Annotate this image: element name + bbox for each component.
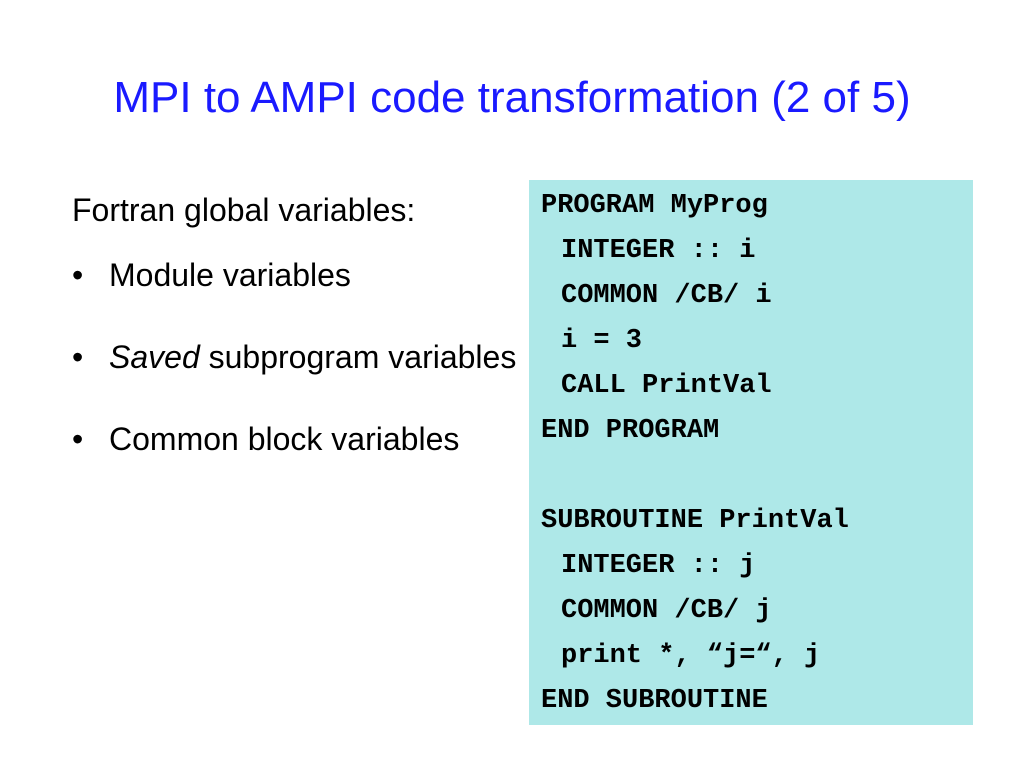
bullet-dot-icon: • bbox=[72, 339, 84, 375]
bullet-italic-text: Saved bbox=[109, 339, 200, 375]
code-line: i = 3 bbox=[561, 326, 643, 356]
code-listing: PROGRAM MyProg INTEGER :: i COMMON /CB/ … bbox=[529, 180, 973, 725]
bullet-dot-icon: • bbox=[72, 257, 84, 293]
code-line: COMMON /CB/ j bbox=[561, 596, 772, 626]
bullet-list: • Module variables • Saved subprogram va… bbox=[72, 258, 522, 456]
code-line: SUBROUTINE PrintVal bbox=[541, 506, 849, 536]
code-line: END PROGRAM bbox=[541, 416, 720, 446]
code-line: PROGRAM MyProg bbox=[541, 191, 768, 221]
code-line: CALL PrintVal bbox=[561, 371, 772, 401]
code-line: INTEGER :: i bbox=[561, 236, 756, 266]
bullet-text: Common block variables bbox=[109, 421, 460, 457]
code-line-blank bbox=[541, 454, 973, 499]
bullet-text: Module variables bbox=[109, 257, 351, 293]
bullet-item: • Common block variables bbox=[72, 422, 522, 456]
bullet-text: subprogram variables bbox=[199, 339, 517, 375]
slide-title: MPI to AMPI code transformation (2 of 5) bbox=[113, 73, 911, 122]
code-line: INTEGER :: j bbox=[561, 551, 756, 581]
bullet-item: • Saved subprogram variables bbox=[72, 340, 522, 374]
bullet-item: • Module variables bbox=[72, 258, 522, 292]
bullet-dot-icon: • bbox=[72, 421, 84, 457]
intro-text: Fortran global variables: bbox=[72, 192, 416, 228]
code-line: print *, “j=“, j bbox=[561, 641, 821, 671]
code-line: COMMON /CB/ i bbox=[561, 281, 772, 311]
code-line: END SUBROUTINE bbox=[541, 686, 768, 716]
left-text-column: Fortran global variables: • Module varia… bbox=[72, 188, 522, 504]
